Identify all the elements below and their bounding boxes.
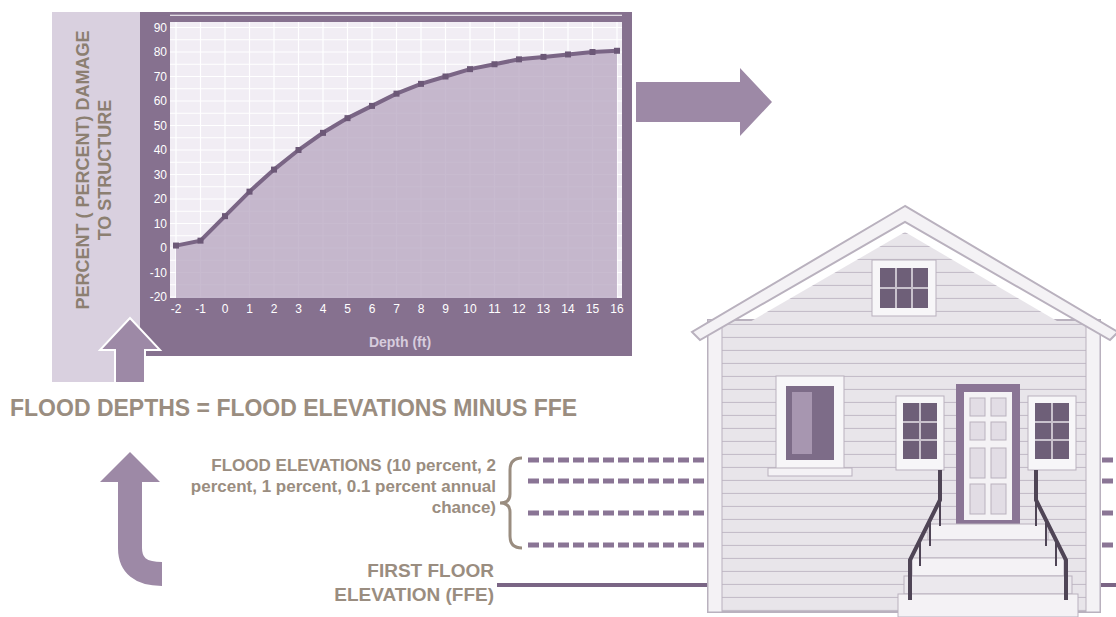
tick-label: -1 bbox=[187, 301, 215, 317]
right-arrow bbox=[636, 68, 772, 136]
tick-label: -20 bbox=[140, 289, 167, 305]
tick-label: 4 bbox=[309, 301, 337, 317]
tick-label: 16 bbox=[603, 301, 631, 317]
tick-label: 8 bbox=[407, 301, 435, 317]
equation-text: FLOOD DEPTHS = FLOOD ELEVATIONS MINUS FF… bbox=[10, 393, 700, 423]
tick-label: 80 bbox=[140, 44, 167, 60]
curved-arrow bbox=[130, 478, 162, 574]
axis-title: Depth (ft) bbox=[320, 333, 480, 353]
tick-label: 12 bbox=[505, 301, 533, 317]
tick-label: 14 bbox=[554, 301, 582, 317]
tick-label: 5 bbox=[334, 301, 362, 317]
tick-label: 1 bbox=[236, 301, 264, 317]
tick-label: 60 bbox=[140, 93, 167, 109]
ffe-label: FIRST FLOOR ELEVATION (FFE) bbox=[258, 559, 494, 613]
brace bbox=[500, 458, 522, 548]
tick-label: 20 bbox=[140, 191, 167, 207]
curve-fill bbox=[176, 51, 617, 298]
tick-label: -10 bbox=[140, 265, 167, 281]
tick-label: 7 bbox=[383, 301, 411, 317]
tick-label: 2 bbox=[260, 301, 288, 317]
tick-label: 70 bbox=[140, 69, 167, 85]
tick-label: 15 bbox=[579, 301, 607, 317]
chart-frame bbox=[140, 12, 632, 356]
tick-label: 0 bbox=[140, 240, 167, 256]
tick-label: 10 bbox=[140, 216, 167, 232]
tick-label: 0 bbox=[211, 301, 239, 317]
curved-arrow-head bbox=[100, 452, 160, 482]
axis-title: PERCENT ( PERCENT) DAMAGE TO STRUCTURE bbox=[72, 30, 120, 310]
plot-area bbox=[170, 22, 622, 298]
tick-label: 30 bbox=[140, 167, 167, 183]
house bbox=[692, 206, 1116, 617]
tick-label: 40 bbox=[140, 142, 167, 158]
tick-label: 6 bbox=[358, 301, 386, 317]
tick-label: 9 bbox=[432, 301, 460, 317]
grid bbox=[170, 15, 622, 298]
tick-label: 10 bbox=[456, 301, 484, 317]
damage-curve bbox=[176, 51, 617, 246]
flood-elevations-label: FLOOD ELEVATIONS (10 percent, 2 percent,… bbox=[178, 455, 496, 543]
tick-label: 13 bbox=[530, 301, 558, 317]
tick-label: -2 bbox=[162, 301, 190, 317]
curve-marks bbox=[173, 48, 620, 249]
tick-label: 50 bbox=[140, 118, 167, 134]
tick-label: 11 bbox=[481, 301, 509, 317]
tick-label: 90 bbox=[140, 20, 167, 36]
tick-label: 3 bbox=[285, 301, 313, 317]
up-arrow bbox=[100, 318, 160, 383]
